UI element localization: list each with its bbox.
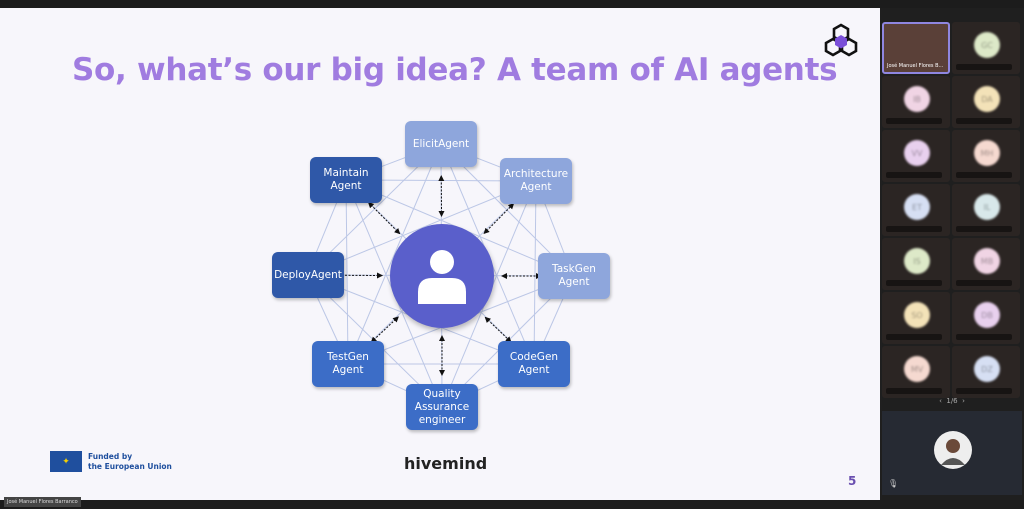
node-taskgen-agent: TaskGen Agent bbox=[538, 253, 610, 299]
mic-muted-icon[interactable]: 🎙 bbox=[888, 479, 899, 488]
participant-name-bar bbox=[956, 334, 1012, 340]
presentation-slide: So, what’s our big idea? A team of AI ag… bbox=[0, 8, 880, 500]
hivemind-logo-icon bbox=[824, 23, 858, 57]
participant-name-bar bbox=[886, 226, 942, 232]
brand-name: hivemind bbox=[404, 454, 488, 473]
speaker-avatar bbox=[934, 431, 972, 469]
user-icon bbox=[418, 250, 466, 304]
participant-avatar: IS bbox=[904, 248, 930, 274]
participant-tile[interactable]: IL bbox=[952, 184, 1020, 236]
node-maintain-agent: Maintain Agent bbox=[310, 157, 382, 203]
participant-tile[interactable]: IB bbox=[882, 76, 950, 128]
presenter-label: José Manuel Flores Barranco bbox=[4, 497, 81, 507]
bidirectional-arrow bbox=[370, 316, 399, 343]
connection-line bbox=[533, 180, 537, 365]
participant-tile[interactable]: GC bbox=[952, 22, 1020, 74]
participant-avatar: MH bbox=[974, 140, 1000, 166]
participant-avatar: GC bbox=[974, 32, 1000, 58]
participant-tile[interactable]: MH bbox=[952, 130, 1020, 182]
participant-name-bar bbox=[886, 280, 942, 286]
participant-avatar: DB bbox=[974, 302, 1000, 328]
eu-text-line1: Funded by bbox=[88, 451, 133, 461]
participant-avatar: ET bbox=[904, 194, 930, 220]
participant-avatar: IL bbox=[974, 194, 1000, 220]
participant-avatar: DA bbox=[974, 86, 1000, 112]
participant-name-bar bbox=[886, 388, 942, 394]
participant-pager[interactable]: ‹ 1/6 › bbox=[939, 397, 965, 405]
node-deploy-agent: DeployAgent bbox=[272, 252, 344, 298]
person-icon bbox=[941, 439, 965, 465]
participant-tile[interactable]: IS bbox=[882, 238, 950, 290]
participant-name-bar bbox=[886, 118, 942, 124]
participant-tile[interactable]: VV bbox=[882, 130, 950, 182]
participant-name-bar bbox=[956, 388, 1012, 394]
node-qa-engineer: Quality Assurance engineer bbox=[406, 384, 478, 430]
participant-name-bar bbox=[956, 118, 1012, 124]
slide-title: So, what’s our big idea? A team of AI ag… bbox=[72, 52, 838, 88]
center-user-node bbox=[390, 224, 494, 328]
participant-tile[interactable]: SO bbox=[882, 292, 950, 344]
eu-flag-icon: ✦ bbox=[50, 451, 82, 472]
participant-name-bar bbox=[956, 172, 1012, 178]
participant-avatar: MB bbox=[974, 248, 1000, 274]
participant-name-bar bbox=[886, 334, 942, 340]
participant-tile[interactable]: MB bbox=[952, 238, 1020, 290]
connection-line bbox=[345, 179, 349, 365]
node-elicit-agent: ElicitAgent bbox=[405, 121, 477, 167]
node-architecture-agent: Architecture Agent bbox=[500, 158, 572, 204]
eu-text-line2: the European Union bbox=[88, 461, 172, 471]
participant-tile[interactable]: DB bbox=[952, 292, 1020, 344]
participant-name-bar bbox=[956, 226, 1012, 232]
participant-avatar: DZ bbox=[974, 356, 1000, 382]
bidirectional-arrow bbox=[367, 201, 401, 235]
participant-avatar: MV bbox=[904, 356, 930, 382]
bidirectional-arrow bbox=[484, 316, 512, 343]
participant-name-bar bbox=[956, 280, 1012, 286]
participant-avatar: SO bbox=[904, 302, 930, 328]
page-number: 5 bbox=[848, 474, 857, 488]
participant-tile[interactable]: ET bbox=[882, 184, 950, 236]
active-speaker-tile[interactable]: 🎙 bbox=[882, 411, 1022, 495]
participant-tile[interactable]: MV bbox=[882, 346, 950, 398]
self-name: José Manuel Flores B... bbox=[887, 63, 944, 69]
participant-avatar: VV bbox=[904, 140, 930, 166]
node-testgen-agent: TestGen Agent bbox=[312, 341, 384, 387]
participants-panel: José Manuel Flores B... GC IB DA VV MH ET IL IS… bbox=[880, 8, 1024, 500]
participant-tile[interactable]: DA bbox=[952, 76, 1020, 128]
self-video-tile[interactable]: José Manuel Flores B... bbox=[882, 22, 950, 74]
node-codegen-agent: CodeGen Agent bbox=[498, 341, 570, 387]
participant-tile[interactable]: DZ bbox=[952, 346, 1020, 398]
participant-name-bar bbox=[956, 64, 1012, 70]
participant-name-bar bbox=[886, 172, 942, 178]
participant-avatar: IB bbox=[904, 86, 930, 112]
pager-text: 1/6 bbox=[946, 397, 958, 405]
